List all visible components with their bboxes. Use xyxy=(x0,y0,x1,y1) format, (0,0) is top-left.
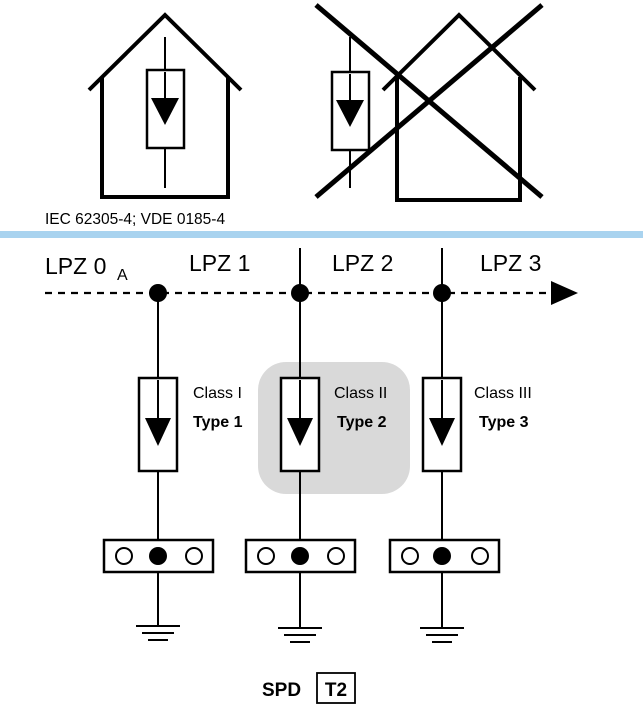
spd-class-label-1: Class I xyxy=(193,385,242,402)
junction-dot-type2 xyxy=(291,284,309,302)
spd-type-label-1: Type 1 xyxy=(193,414,243,431)
junction-dot-type3-terminal xyxy=(433,547,451,565)
zone-label-lpz3: LPZ 3 xyxy=(480,250,541,276)
zone-arrow-icon xyxy=(551,281,578,305)
spd-type-label-2: Type 2 xyxy=(337,414,387,431)
spd-branch-type3 xyxy=(388,248,501,643)
house-incorrect-arrow-icon xyxy=(336,100,364,127)
section-separator xyxy=(0,231,643,238)
standard-label: IEC 62305-4; VDE 0185-4 xyxy=(45,211,225,228)
junction-dot-type2-terminal xyxy=(291,547,309,565)
spd-type-label-3: Type 3 xyxy=(479,414,529,431)
footer-code-label: T2 xyxy=(325,680,347,701)
spd-arrow-icon xyxy=(287,418,313,446)
spd-branch-type2 xyxy=(244,248,357,643)
zone-label-lpz0: LPZ 0 xyxy=(45,253,106,279)
junction-dot-type1-terminal xyxy=(149,547,167,565)
ground-icon xyxy=(136,625,180,641)
footer-spd-label: SPD xyxy=(262,680,301,701)
spd-arrow-icon xyxy=(145,418,171,446)
spd-class-label-2: Class II xyxy=(334,385,387,402)
house-correct-arrow-icon xyxy=(151,98,179,125)
zone-label-lpz1: LPZ 1 xyxy=(189,250,250,276)
junction-dot-type3 xyxy=(433,284,451,302)
ground-icon xyxy=(278,627,322,643)
zone-label-lpz0-subscript: A xyxy=(117,267,128,284)
zone-label-lpz2: LPZ 2 xyxy=(332,250,393,276)
spd-class-label-3: Class III xyxy=(474,385,532,402)
junction-dot-type1 xyxy=(149,284,167,302)
footer-code-box xyxy=(316,672,356,704)
spd-arrow-icon xyxy=(429,418,455,446)
house-correct xyxy=(87,12,243,199)
cross-out-icon xyxy=(314,3,544,199)
spd-branch-type1 xyxy=(102,293,215,641)
ground-icon xyxy=(420,627,464,643)
